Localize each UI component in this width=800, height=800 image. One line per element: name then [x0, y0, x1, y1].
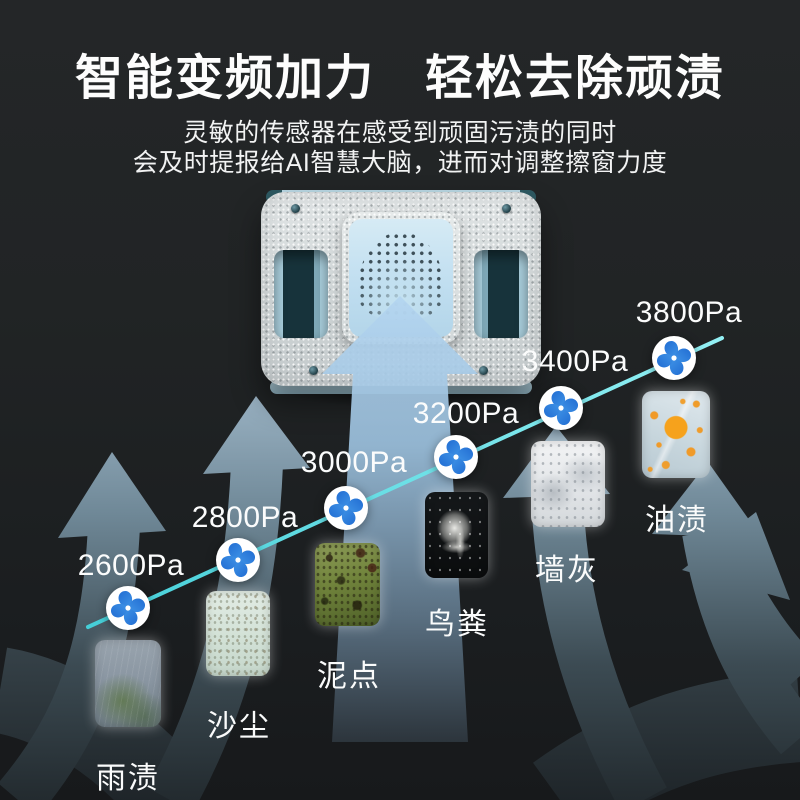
- pressure-label: 3000Pa: [300, 446, 408, 479]
- pressure-label: 3800Pa: [635, 296, 743, 329]
- stain-label: 雨渍: [96, 762, 160, 795]
- fan-icon: [106, 586, 150, 630]
- robot-screw: [479, 366, 488, 375]
- fan-icon: [216, 538, 260, 582]
- fan-icon: [434, 435, 478, 479]
- page-title: 智能变频加力 轻松去除顽渍: [74, 52, 725, 105]
- pressure-label: 2800Pa: [191, 501, 299, 534]
- fan-icon: [539, 386, 583, 430]
- fan-icon: [324, 486, 368, 530]
- subtitle-line1: 灵敏的传感器在感受到顽固污渍的同时: [183, 119, 617, 147]
- stain-swatch-wall-dust: [531, 441, 605, 527]
- robot-right-track: [474, 250, 528, 338]
- stain-label: 油渍: [645, 504, 709, 537]
- wind-arrow-1: [0, 452, 166, 800]
- subtitle-line2: 会及时提报给AI智慧大脑，进而对调整擦窗力度: [132, 149, 668, 177]
- robot-left-track: [274, 250, 328, 338]
- fan-icon: [652, 336, 696, 380]
- pressure-label: 3200Pa: [412, 397, 520, 430]
- stain-swatch-rain: [95, 640, 161, 727]
- stain-swatch-oil: [642, 391, 710, 478]
- robot-screw: [309, 366, 318, 375]
- wind-arrow-6: [682, 512, 800, 692]
- robot-screw: [502, 204, 511, 213]
- robot-screw: [291, 204, 300, 213]
- stain-swatch-mud-spots: [315, 543, 380, 626]
- stain-swatch-sand-dust: [206, 591, 270, 676]
- stain-label: 墙灰: [535, 554, 599, 587]
- stain-label: 鸟粪: [425, 608, 489, 641]
- stain-swatch-bird-droppings: [425, 492, 488, 578]
- stain-label: 泥点: [317, 660, 381, 693]
- pressure-label: 2600Pa: [77, 549, 185, 582]
- pressure-label: 3400Pa: [521, 345, 629, 378]
- stain-label: 沙尘: [207, 710, 271, 743]
